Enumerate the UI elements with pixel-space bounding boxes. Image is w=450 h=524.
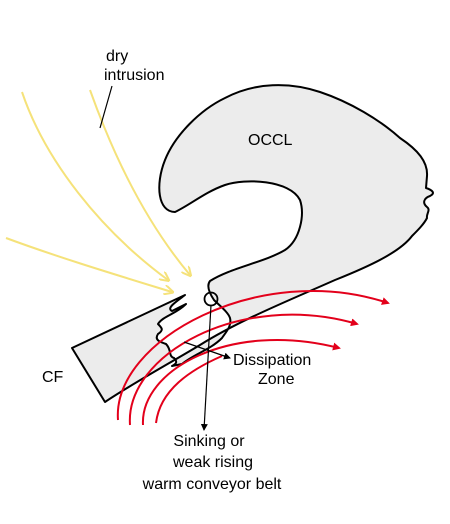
dry-intrusion-arrows xyxy=(5,89,190,292)
conveyor-arc-1 xyxy=(116,289,390,421)
dissipation-arrow xyxy=(183,341,231,360)
dry-intrusion-pointer xyxy=(99,85,113,129)
sinking-label-line1: Sinking or xyxy=(173,433,245,450)
occl-label: OCCL xyxy=(248,132,293,149)
dry-intrusion-arrow-2 xyxy=(5,237,172,292)
dissipation-zone-label-line2: Zone xyxy=(258,371,295,388)
cf-label: CF xyxy=(42,369,64,386)
dry-intrusion-label-line1: dry xyxy=(106,48,128,65)
dry-intrusion-arrow-3 xyxy=(89,89,190,275)
conveyor-arc-4 xyxy=(155,355,223,424)
dissipation-zone-label-line1: Dissipation xyxy=(233,352,311,369)
sinking-label-line3: warm conveyor belt xyxy=(142,476,282,493)
conveyor-arc-3 xyxy=(141,339,341,426)
conveyor-arc-2 xyxy=(128,313,359,426)
dry-intrusion-label-line2: intrusion xyxy=(104,67,164,84)
warm-conveyor-belt-arrows xyxy=(116,289,390,426)
comma-cloud-band xyxy=(71,84,434,403)
sinking-label-line2: weak rising xyxy=(172,454,253,471)
dry-intrusion-arrow-1 xyxy=(21,91,168,280)
sinking-arrow xyxy=(200,304,212,431)
